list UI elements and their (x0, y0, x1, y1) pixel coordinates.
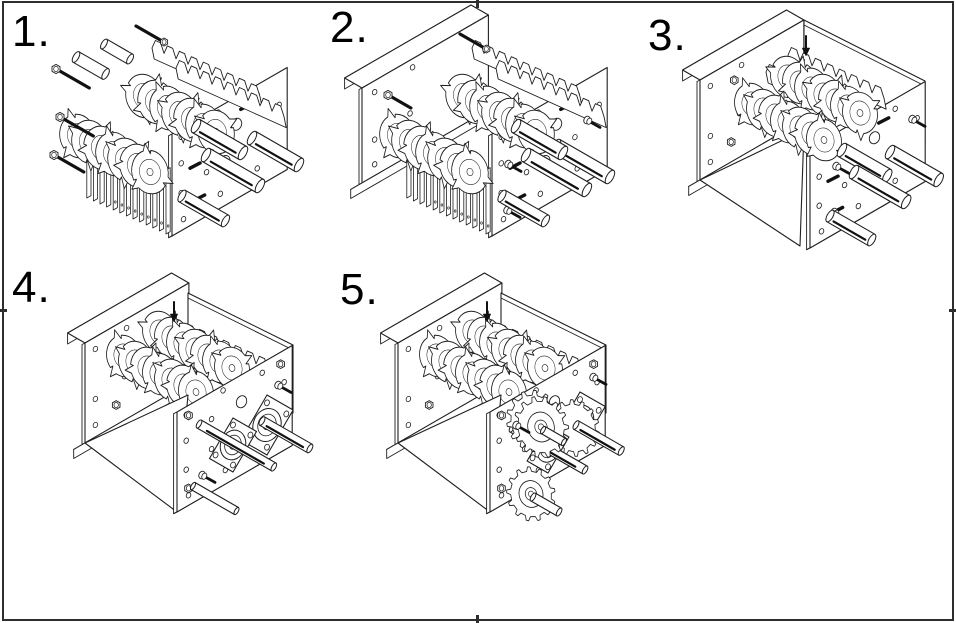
shaft (520, 147, 593, 198)
screw (274, 380, 293, 394)
insert-arrow (169, 301, 179, 323)
cutter-stack (59, 107, 174, 195)
tie-rod (55, 111, 95, 138)
registration-tick-top (476, 0, 479, 8)
cutter-stack (450, 310, 566, 397)
cutter-stack (765, 55, 881, 142)
screw (198, 470, 217, 484)
spacer-tube (100, 38, 135, 65)
step-3: 3. (640, 6, 954, 258)
shaft (246, 130, 305, 173)
cutter-stack (379, 107, 494, 195)
tie-rod (458, 32, 491, 54)
shaft (497, 189, 551, 228)
registration-tick-left (0, 309, 7, 312)
shaft (836, 142, 893, 184)
screw (504, 159, 523, 173)
tie-rod (49, 149, 86, 174)
step-4: 4. (6, 258, 324, 550)
screw (908, 114, 927, 128)
screw (832, 161, 851, 175)
shaft (539, 425, 567, 447)
registration-tick-bottom (476, 615, 479, 623)
step-5: 5. (328, 258, 646, 550)
shaft (200, 147, 266, 194)
shaft (884, 144, 944, 188)
shaft (510, 118, 569, 161)
step-2-illustration (344, 4, 616, 239)
step-1: 1. (8, 6, 320, 256)
insert-arrow (482, 301, 492, 323)
cutter-stack (419, 329, 532, 414)
screw (589, 372, 608, 386)
tie-rod (51, 63, 91, 90)
spacer-comb (495, 60, 607, 129)
step-2-number: 2. (330, 3, 369, 52)
step-5-illustration (380, 272, 625, 522)
step-1-illustration (49, 24, 305, 239)
shaft (190, 118, 249, 161)
screw (512, 420, 531, 434)
cutter-stack (106, 329, 219, 414)
tie-rod (383, 89, 413, 110)
step-4-illustration (67, 272, 314, 516)
shaft (258, 416, 314, 454)
shaft (529, 492, 563, 517)
shaft (572, 420, 625, 456)
spacer-tube (71, 51, 110, 80)
screw (583, 115, 602, 129)
step-3-illustration (682, 9, 944, 251)
registration-tick-right (949, 309, 956, 312)
step-5-number: 5. (340, 265, 379, 314)
step-3-number: 3. (648, 11, 687, 60)
spacer-comb (175, 60, 287, 129)
shaft (195, 419, 278, 472)
step-1-number: 1. (12, 7, 51, 56)
step-2: 2. (318, 3, 640, 258)
insert-arrow (801, 35, 811, 57)
shaft (177, 189, 231, 228)
shaft (189, 481, 240, 516)
tie-rod (134, 24, 169, 47)
cutter-stack (734, 77, 847, 162)
box-face (699, 129, 805, 247)
step-4-number: 4. (12, 263, 51, 312)
shaft (848, 164, 912, 210)
shaft (825, 209, 877, 247)
